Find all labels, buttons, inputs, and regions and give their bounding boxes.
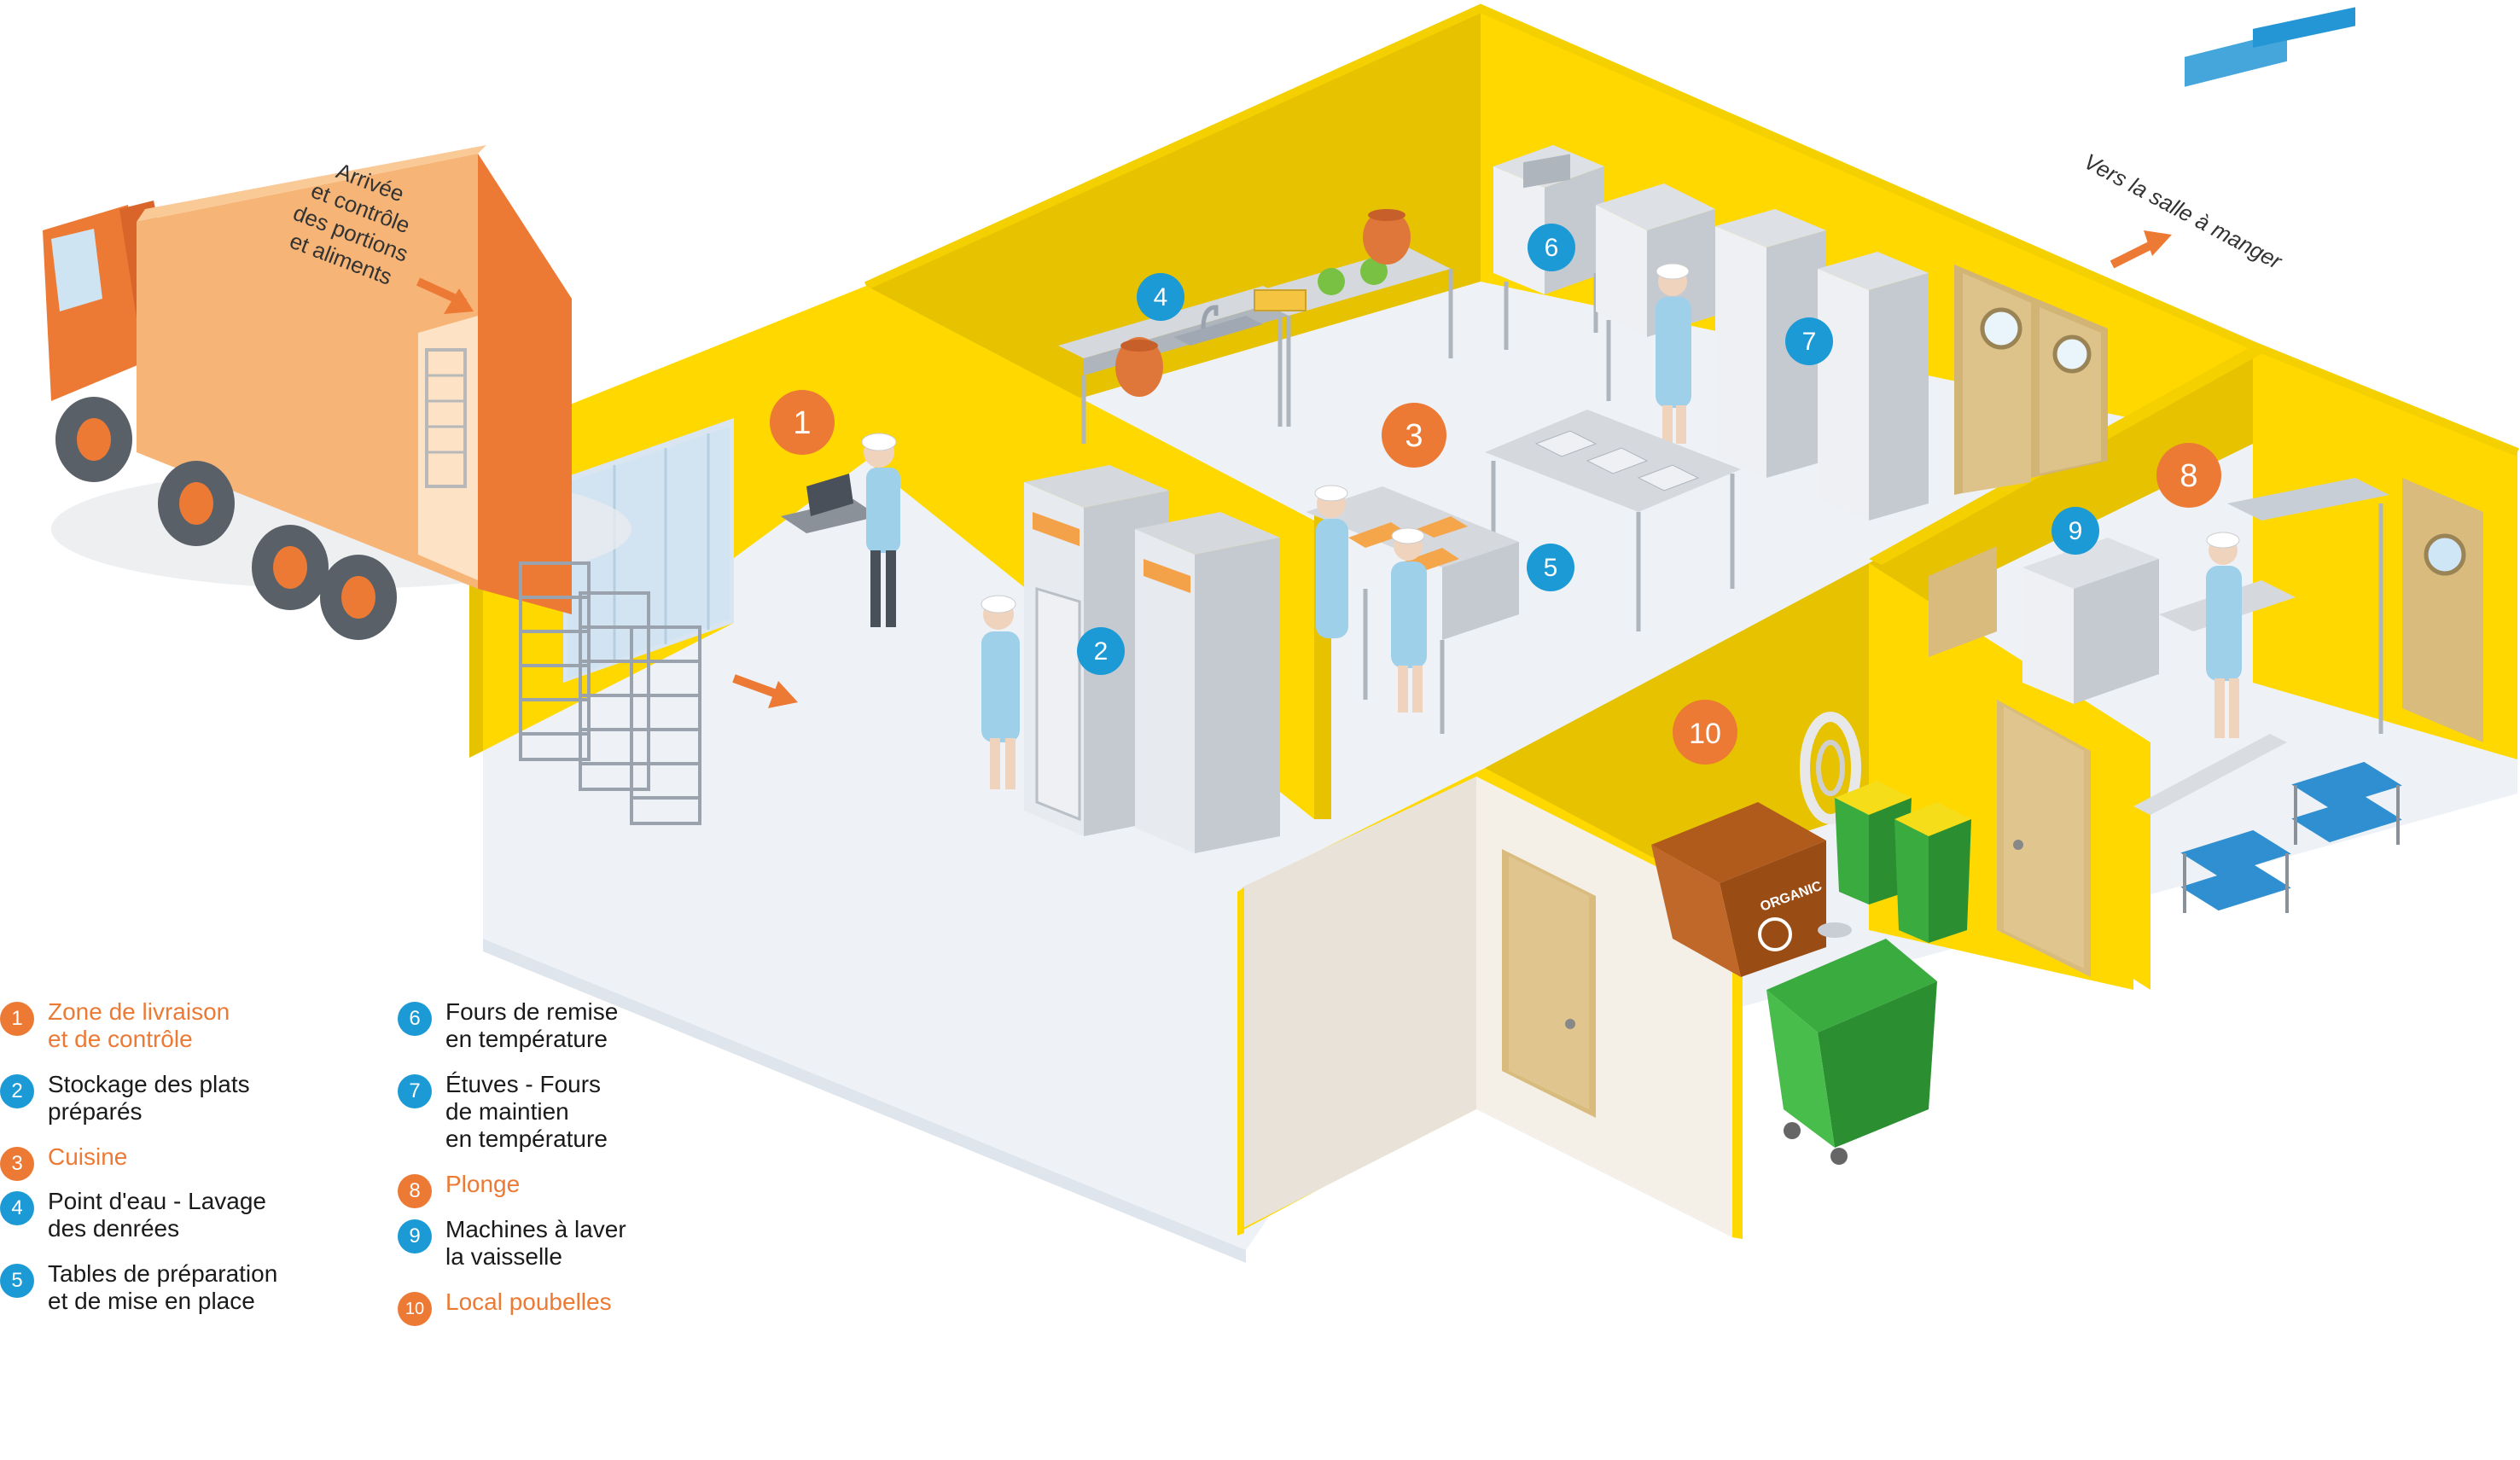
back-left-wall [866, 9, 1481, 461]
front-wall-beige-left [1242, 777, 1476, 1229]
green-bin-large [1766, 939, 1937, 1165]
plate-trolleys [2180, 761, 2402, 913]
wall-top-edge [864, 3, 2519, 457]
worker-storage [981, 595, 1020, 789]
marker-1: 1 [770, 390, 835, 455]
svg-text:1: 1 [793, 405, 811, 441]
door-plonge-left [1997, 700, 2091, 977]
door-plonge-back-small [1929, 546, 1997, 657]
front-wall-edge [1237, 887, 1244, 1236]
marker-5: 5 [1527, 544, 1574, 591]
svg-text:4: 4 [1154, 283, 1168, 311]
organic-bin-brown [1651, 802, 1826, 977]
floor-drain-trash [1818, 922, 1852, 938]
marker-2: 2 [1077, 627, 1125, 675]
floor-drain [2133, 734, 2287, 815]
delivery-truck [43, 145, 631, 640]
marker-6: 6 [1528, 224, 1575, 271]
door-dining-room [1954, 265, 2108, 495]
marker-3: 3 [1382, 403, 1446, 468]
worker-ovens [1656, 263, 1691, 444]
truck-container-front [137, 145, 486, 222]
front-wall-edge-right [1732, 900, 1743, 1239]
exit-arrow [2110, 239, 2157, 269]
zone-markers: 1 2 3 4 5 6 7 8 9 10 [770, 224, 2221, 765]
prep-table-back [1246, 209, 1453, 427]
marker-8: 8 [2156, 443, 2221, 508]
svg-text:7: 7 [1802, 328, 1817, 356]
floor-shadow-wall-base [483, 939, 1246, 1263]
green-bins-small [1835, 781, 1971, 943]
tray-racks [519, 561, 701, 825]
cold-storage-units [1024, 465, 1280, 853]
svg-text:3: 3 [1405, 418, 1423, 454]
marker-10: 10 [1673, 700, 1737, 765]
worker-prep-2 [1391, 527, 1427, 713]
control-desk [781, 474, 879, 533]
truck-container-end [478, 154, 572, 614]
svg-text:5: 5 [1544, 554, 1558, 582]
door-trash-front [1502, 849, 1596, 1118]
svg-text:8: 8 [2180, 458, 2197, 494]
worker-control [861, 433, 900, 627]
svg-text:6: 6 [1545, 234, 1559, 262]
prep-cart [1306, 486, 1519, 734]
marker-4: 4 [1137, 273, 1184, 321]
worker-plonge [2206, 532, 2242, 738]
door-plonge-right [2402, 478, 2483, 742]
marker-7: 7 [1785, 317, 1833, 365]
exit-sign-text: Vers la salle à manger [2080, 148, 2287, 275]
svg-text:2: 2 [1094, 637, 1109, 666]
hose-reel [1800, 712, 1861, 824]
worker-prep-1 [1314, 485, 1348, 638]
svg-text:10: 10 [1689, 718, 1721, 750]
dish-rack-shelf [2227, 7, 2389, 734]
strip-curtain [567, 427, 730, 678]
pot-left [1115, 337, 1163, 397]
prep-table-center [1485, 154, 1741, 631]
svg-text:9: 9 [2069, 517, 2083, 545]
marker-9: 9 [2052, 507, 2099, 555]
